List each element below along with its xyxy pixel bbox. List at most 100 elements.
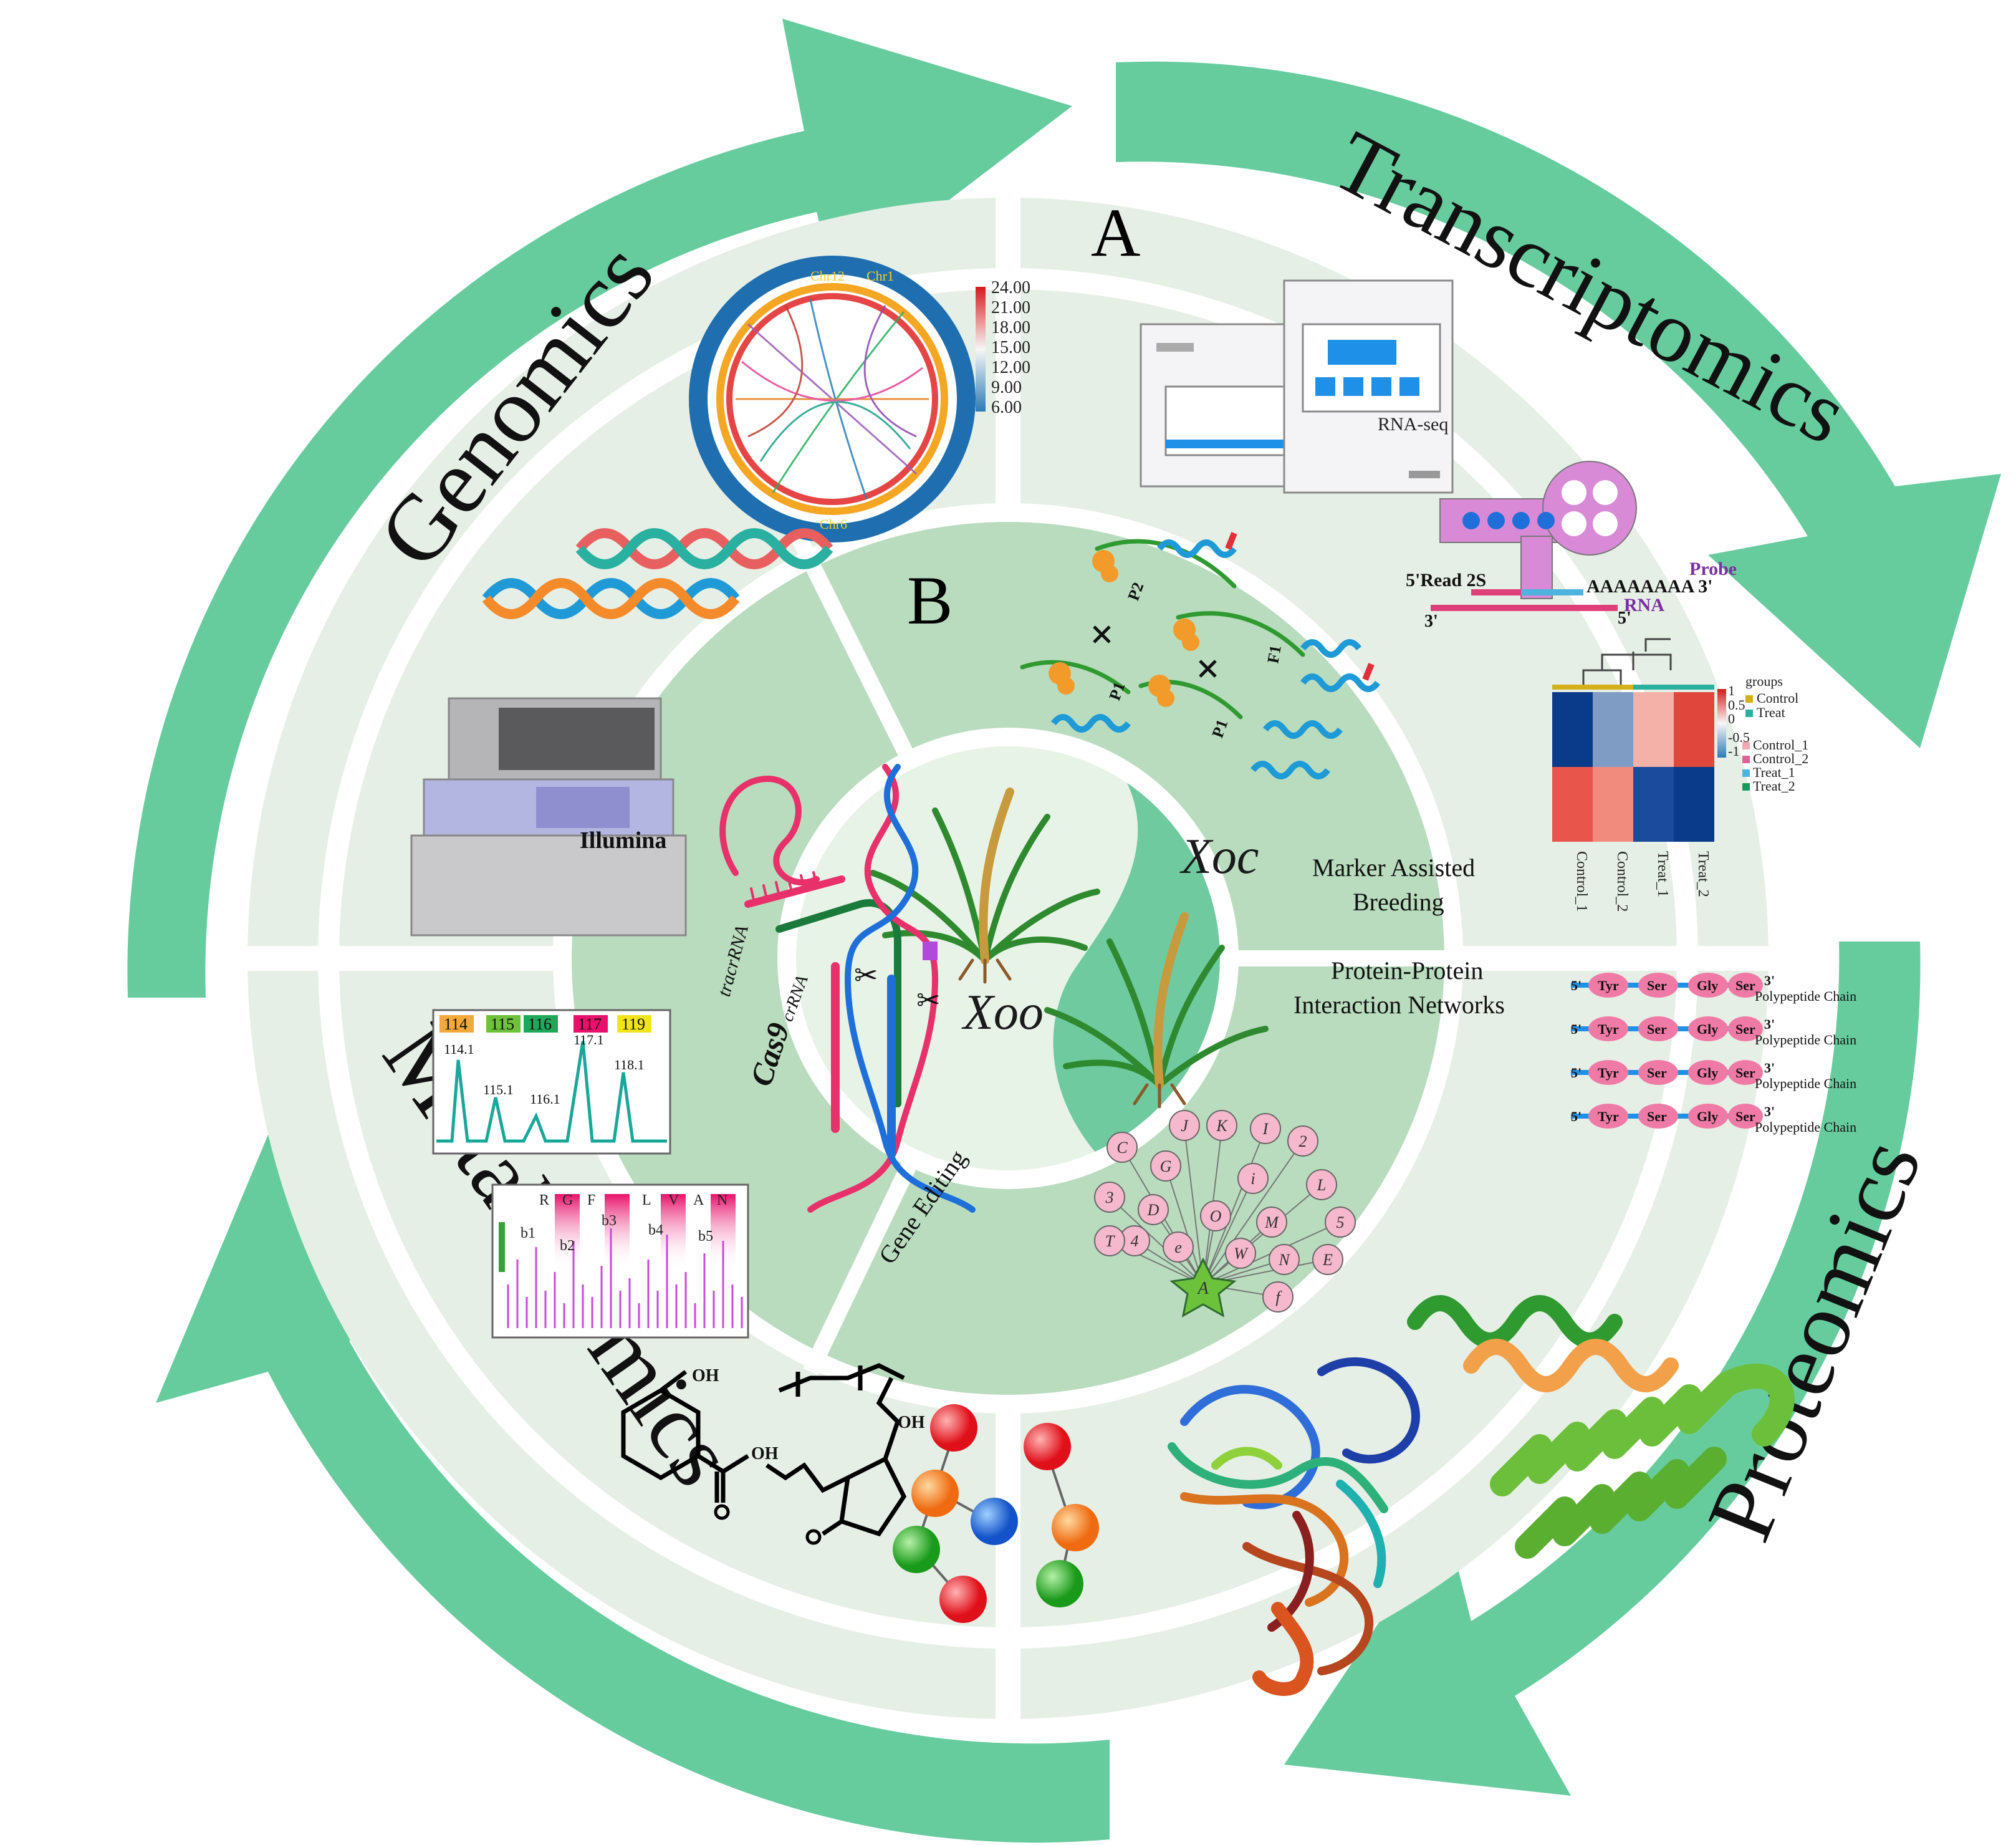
- chain1-label: Polypeptide Chain: [1755, 988, 1856, 1004]
- fragment-spectrum: [491, 1183, 749, 1339]
- node-w: W: [1234, 1245, 1249, 1263]
- molecule-balls: [893, 1404, 1099, 1623]
- chain3-res-1: Tyr: [1598, 1065, 1619, 1081]
- chain2-res-1: Tyr: [1598, 1021, 1619, 1037]
- generation-f1: F1: [1264, 644, 1285, 665]
- ppi-label-line1: Protein-Protein: [1331, 956, 1483, 985]
- circos-chr-6: Chr6: [820, 516, 847, 532]
- chain1-res-3: Gly: [1697, 978, 1718, 993]
- oh-label-3: OH: [898, 1413, 925, 1432]
- chain3-res-4: Ser: [1735, 1065, 1755, 1081]
- chain2-five-prime: 5': [1571, 1021, 1582, 1037]
- heatmap-legend-control-2: Control_2: [1753, 751, 1808, 766]
- protein-3d-structure: [1168, 1357, 1420, 1696]
- peak-tag-114: 114: [444, 1015, 468, 1033]
- oh-label-2: OH: [751, 1444, 779, 1463]
- seq-residue-l: L: [642, 1192, 651, 1208]
- node-k: K: [1216, 1117, 1228, 1135]
- breeding-flowers: [1049, 550, 1199, 707]
- chain3-five-prime: 5': [1571, 1065, 1582, 1081]
- panel-label-a: A: [1091, 195, 1140, 271]
- seq-residue-r: R: [539, 1192, 549, 1208]
- node-j: J: [1181, 1117, 1189, 1135]
- mab-label-line2: Breeding: [1353, 888, 1444, 916]
- heatmap-col-control-1: Control_1: [1573, 851, 1590, 912]
- illumina-label: Illumina: [580, 827, 666, 854]
- cas9-complex: [719, 764, 976, 1213]
- scale-value-4: 15.00: [991, 338, 1030, 357]
- chain2-label: Polypeptide Chain: [1755, 1032, 1856, 1048]
- node-m: M: [1264, 1213, 1279, 1231]
- scale-value-5: 12.00: [991, 358, 1030, 377]
- seq-residue-a: A: [693, 1192, 704, 1208]
- peak-value-117: 117.1: [574, 1032, 604, 1048]
- protein-secondary-structure: [1407, 1295, 1795, 1559]
- ion-b1: b1: [521, 1225, 535, 1241]
- oh-label-1: OH: [692, 1366, 719, 1385]
- ion-b3: b3: [602, 1213, 617, 1229]
- peak-tag-116: 116: [528, 1015, 552, 1033]
- rice-plant-right: [1044, 912, 1269, 1109]
- chain4-res-2: Ser: [1647, 1109, 1667, 1124]
- node-i: I: [1262, 1120, 1269, 1138]
- heatmap-scale-4: -0.5: [1728, 730, 1750, 745]
- scale-value-2: 21.00: [991, 298, 1030, 317]
- chain3-three-prime: 3': [1764, 1060, 1775, 1076]
- dna-helix-1: [575, 528, 833, 569]
- node-g: G: [1160, 1157, 1172, 1175]
- chain2-res-3: Gly: [1697, 1021, 1718, 1037]
- node-t: T: [1105, 1232, 1115, 1250]
- chain1-five-prime: 5': [1571, 978, 1582, 993]
- svg-text:✂: ✂: [916, 984, 941, 1016]
- heatmap-scale-5: -1: [1728, 743, 1739, 759]
- chain4-res-4: Ser: [1735, 1109, 1755, 1124]
- peak-tag-115: 115: [491, 1015, 514, 1033]
- chain3-res-3: Gly: [1697, 1065, 1718, 1081]
- mab-label-line1: Marker Assisted: [1312, 854, 1475, 882]
- circos-chr-12: Chr12: [810, 268, 845, 284]
- heatmap-col-treat-2: Treat_2: [1695, 851, 1711, 897]
- scale-value-6: 9.00: [991, 378, 1022, 397]
- scale-value-7: 6.00: [991, 398, 1022, 417]
- peak-value-118: 118.1: [614, 1057, 645, 1072]
- breeding-dna-strands: [1051, 532, 1380, 779]
- peak-value-116: 116.1: [530, 1091, 560, 1107]
- chain4-five-prime: 5': [1571, 1109, 1582, 1124]
- rna-three-prime: 3': [1424, 612, 1438, 631]
- node-4: 4: [1131, 1232, 1139, 1250]
- chain1-res-4: Ser: [1735, 978, 1755, 993]
- illumina-sequencer: [410, 697, 687, 937]
- polypeptide-chain-4: [1571, 1104, 1763, 1129]
- circos-plot: [689, 256, 976, 542]
- polypeptide-chain-3: [1571, 1060, 1763, 1085]
- peak-tag-117: 117: [578, 1015, 602, 1033]
- circos-color-scale: [976, 287, 986, 412]
- chain1-res-2: Ser: [1647, 978, 1667, 993]
- seq-residue-v: V: [668, 1192, 679, 1208]
- panel-label-b: B: [907, 562, 953, 638]
- scale-value-1: 24.00: [991, 278, 1030, 297]
- chain3-label: Polypeptide Chain: [1755, 1076, 1856, 1091]
- breeding-cross-symbols: [1093, 625, 1217, 678]
- jasmonic-acid-structure: [766, 1363, 907, 1537]
- peak-value-114: 114.1: [444, 1041, 474, 1057]
- ion-b2: b2: [560, 1238, 575, 1254]
- svg-text:✂: ✂: [854, 959, 878, 991]
- node-5: 5: [1337, 1213, 1345, 1231]
- chain3-res-2: Ser: [1647, 1065, 1667, 1081]
- chain2-three-prime: 3': [1764, 1016, 1775, 1032]
- ion-b4: b4: [648, 1222, 663, 1238]
- heatmap-group-treat: Treat: [1757, 705, 1785, 720]
- node-3: 3: [1105, 1188, 1114, 1207]
- peak-value-115: 115.1: [483, 1082, 514, 1097]
- node-n: N: [1278, 1251, 1290, 1269]
- rna-seq-machine: [1140, 279, 1454, 494]
- polypeptide-chains: [1571, 973, 1763, 1129]
- xoo-label: Xoo: [961, 985, 1044, 1040]
- node-l: L: [1317, 1176, 1326, 1194]
- rice-plant-left: [870, 788, 1100, 984]
- node-o: O: [1210, 1207, 1222, 1225]
- expression-heatmap: [1552, 638, 1753, 842]
- chain4-res-1: Tyr: [1598, 1109, 1619, 1124]
